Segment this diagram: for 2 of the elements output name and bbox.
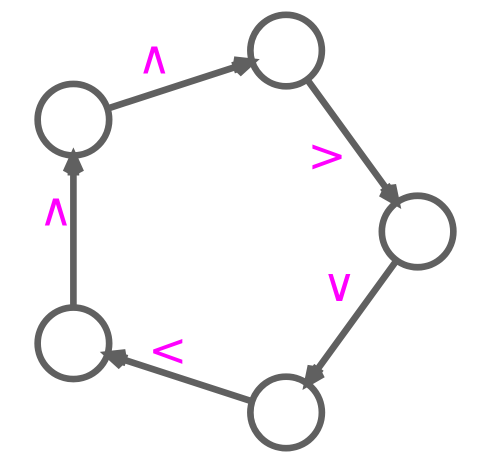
- edge-label: ∨: [322, 258, 356, 312]
- edge-label: >: [307, 128, 347, 183]
